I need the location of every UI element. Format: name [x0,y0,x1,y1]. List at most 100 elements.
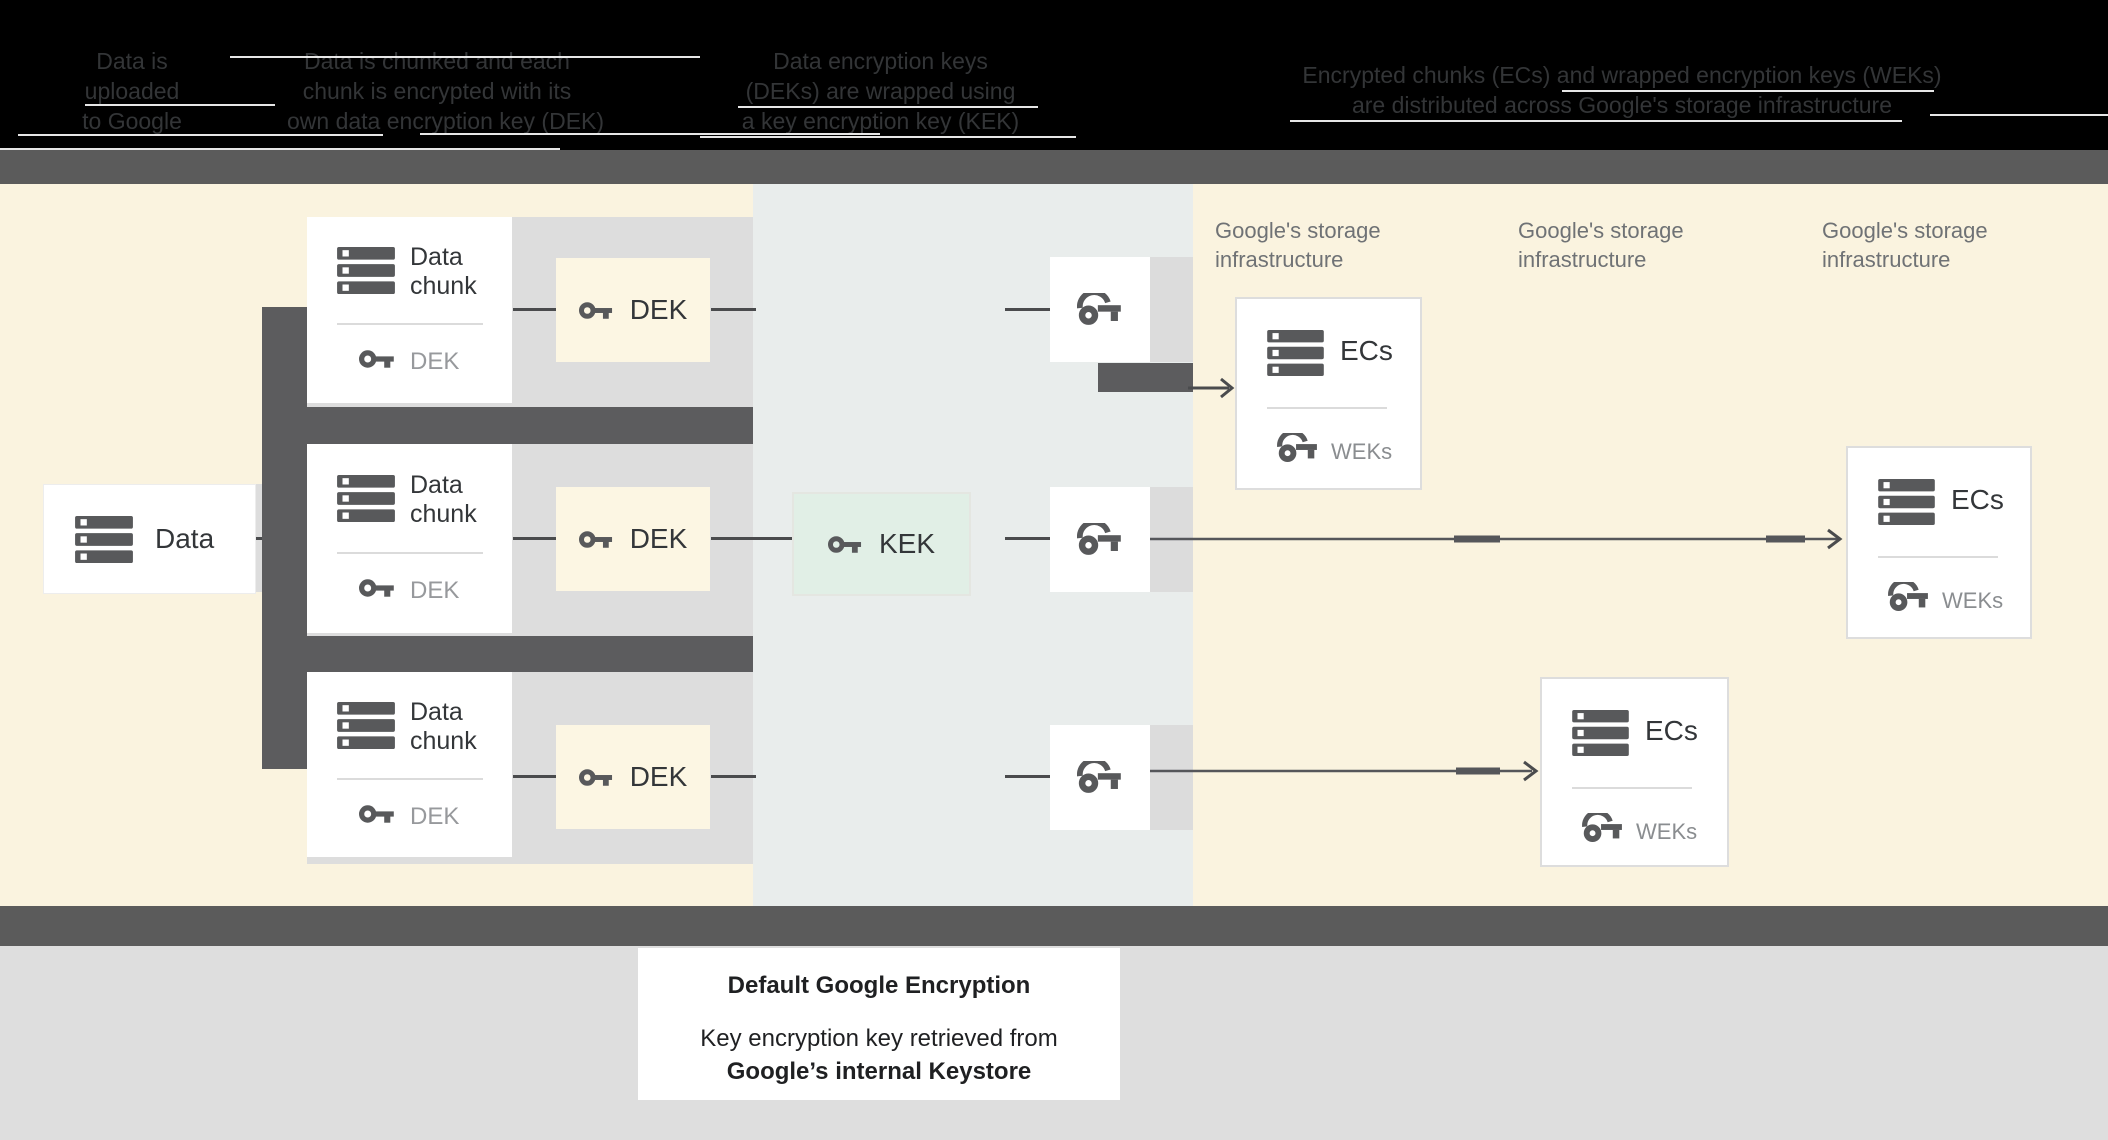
database-icon [337,475,395,522]
key-node-3 [1050,725,1150,830]
key-icon [1077,293,1123,326]
kek-box: KEK [792,492,971,596]
database-icon [1572,710,1629,756]
database-icon [337,702,395,749]
data-chunk-title: Data chunk [410,698,477,755]
key-icon [579,528,617,551]
data-chunk-box-3: Data chunk DEK [307,672,512,857]
chunk-dek-label: DEK [410,348,460,375]
ecs-label: ECs [1340,335,1393,366]
diagram-canvas: Google's storage infrastructure Google's… [0,184,2108,906]
underline-artifact [700,136,1076,138]
chunk-dek-label: DEK [410,803,460,830]
dek-chip-label: DEK [629,523,688,554]
kek-keynode3-line [1005,775,1050,778]
underline-artifact [420,133,880,135]
keynode-strip-1 [1150,257,1193,362]
step-1-line: to Google [82,108,182,134]
database-icon [337,247,395,294]
ecs-divider [1267,407,1387,409]
bottom-separator-band [0,906,2108,946]
chunk2-dek-line [513,537,556,540]
caption-box: Default Google Encryption Key encryption… [638,948,1120,1100]
arrow-to-ecs-1 [1188,377,1235,399]
key-icon [1888,582,1930,612]
dek-chip-2: DEK [556,487,710,591]
arrow-to-ecs-2 [1150,528,1843,550]
step-3: Data encryption keys (DEKs) are wrapped … [728,46,1033,136]
underline-artifact [738,106,1038,108]
keynode-strip-3 [1150,725,1193,830]
data-box: Data [43,484,256,594]
key-icon [1077,523,1123,556]
kek-keynode2-line [1005,537,1050,540]
step-1-line: uploaded [84,78,180,104]
key-icon [359,802,399,826]
step-2-line: Data is chunked and each [304,48,570,74]
key-icon [1077,761,1123,794]
step-3-line: a key encryption key (KEK) [741,108,1020,134]
key-icon [579,299,617,322]
underline-artifact [230,56,700,58]
key-icon [1582,813,1624,843]
chunk-dek-label: DEK [410,577,460,604]
weks-label: WEKs [1942,588,2004,613]
underline-artifact [0,148,560,150]
ecs-box-3: ECs WEKs [1540,677,1729,867]
step-4-line: are distributed across Google's storage … [1351,92,1893,118]
data-chunk-box-1: Data chunk DEK [307,217,512,403]
data-chunk-title: Data chunk [410,243,477,300]
storage-infrastructure-label-2: Google's storage infrastructure [1518,218,1684,272]
step-2-line: own data encryption key (DEK) [287,108,605,134]
key-icon [1277,433,1319,463]
storage-infrastructure-label-1: Google's storage infrastructure [1215,218,1381,272]
underline-artifact [18,134,383,136]
step-3-line: (DEKs) are wrapped using [745,78,1016,104]
row-divider-band-2 [262,636,753,672]
ecs-divider [1878,556,1998,558]
weks-label: WEKs [1636,819,1698,844]
step-1: Data is uploaded to Google [32,46,232,136]
key-icon [828,533,866,556]
step-2-line: chunk is encrypted with its [302,78,572,104]
kek-box-label: KEK [878,528,936,559]
keynode1-exit-bar [1098,363,1193,392]
ecs-label: ECs [1951,484,2004,515]
chunk-divider [337,778,483,780]
database-icon [1267,330,1324,376]
key-node-1 [1050,257,1150,362]
trunk-connector [262,307,307,769]
dek-chip-label: DEK [629,761,688,792]
data-chunk-box-2: Data chunk DEK [307,444,512,633]
ecs-box-1: ECs WEKs [1235,297,1422,490]
ecs-label: ECs [1645,715,1698,746]
kek-keynode1-line [1005,308,1050,311]
data-chunk-title: Data chunk [410,471,477,528]
dek-chip-3: DEK [556,725,710,829]
caption-title: Default Google Encryption [727,972,1031,999]
step-3-line: Data encryption keys [773,48,988,74]
step-4-line: Encrypted chunks (ECs) and wrapped encry… [1302,62,1942,88]
underline-artifact [1930,114,2108,116]
row-divider-band-1 [262,407,753,444]
underline-artifact [1290,120,1902,122]
arrow-to-ecs-3 [1150,760,1539,782]
weks-label: WEKs [1331,439,1393,464]
step-2: Data is chunked and each chunk is encryp… [287,46,605,136]
dek1-panel-line [711,308,756,311]
key-icon [359,347,399,371]
step-1-line: Data is [96,48,168,74]
footer-area: Default Google Encryption Key encryption… [0,946,2108,1140]
caption-line-2: Google’s internal Keystore [726,1058,1032,1085]
underline-artifact [1562,90,1934,92]
data-box-label: Data [155,523,215,554]
chunk3-dek-line [513,775,556,778]
underline-artifact [85,104,275,106]
chunk1-dek-line [513,308,556,311]
ecs-divider [1572,787,1692,789]
key-icon [359,576,399,600]
storage-infrastructure-label-3: Google's storage infrastructure [1822,218,1988,272]
dek-chip-label: DEK [629,294,688,325]
key-node-2 [1050,487,1150,592]
